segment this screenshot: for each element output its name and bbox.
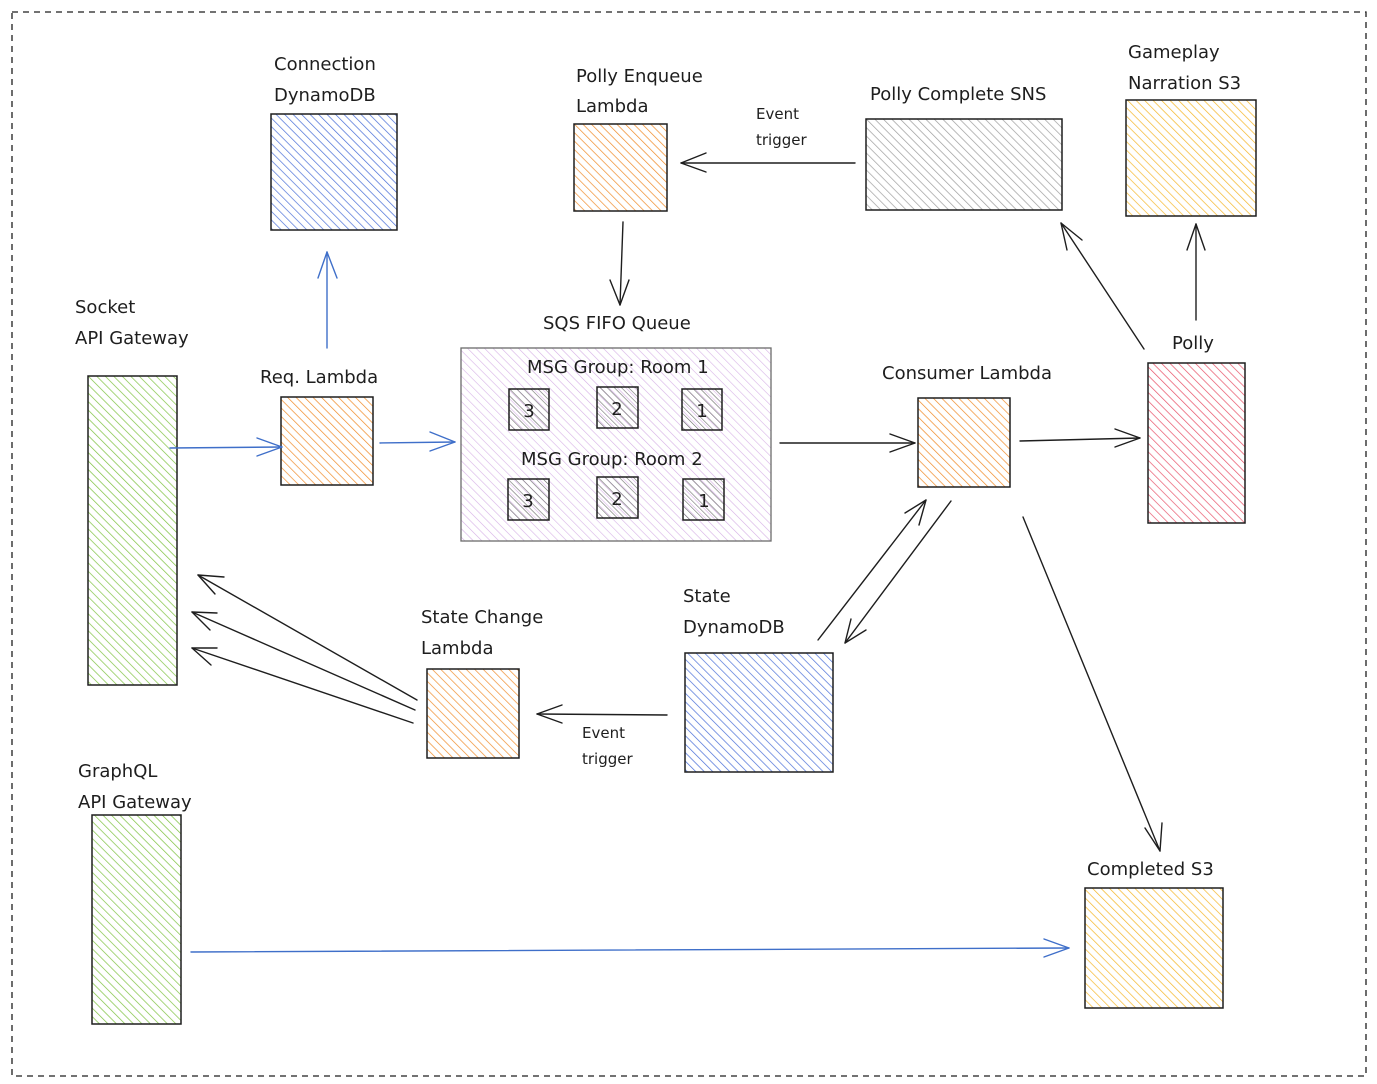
room1-message-box [508,388,550,431]
edge-socket-to-req-lambda [169,437,283,457]
state-dynamodb-label-1: State [683,586,731,607]
req-lambda-node[interactable]: Req. Lambda [260,367,378,486]
room1-message-box [596,386,639,429]
state-dynamodb-label-2: DynamoDB [683,617,785,638]
edge-state-change-to-socket-2 [191,611,416,711]
graphql-api-label-1: GraphQL [78,761,157,782]
polly-complete-sns-box[interactable] [865,118,1063,211]
room1-message-number: 1 [696,401,707,422]
room2-message-number: 2 [611,489,622,510]
edge-state-change-to-socket-1 [197,574,418,701]
gameplay-label-1: Gameplay [1128,42,1220,63]
polly-enqueue-label-2: Lambda [576,96,648,117]
room2-message-number: 1 [698,491,709,512]
boundary-frame [11,11,1367,1077]
edge-polly-to-sns [1060,222,1145,350]
room2-message-box [507,478,550,521]
room1-message-number: 3 [523,401,534,422]
state-event-trigger-label-1: Event [582,724,625,742]
state-dynamodb-box[interactable] [684,652,834,773]
sns-event-trigger-label-2: trigger [756,131,807,149]
room2-message-box [682,478,725,521]
connection-dynamodb-label-1: Connection [274,54,376,75]
polly-enqueue-lambda-node[interactable]: Polly Enqueue Lambda [573,66,703,212]
connection-dynamodb-node[interactable]: Connection DynamoDB [270,54,398,231]
edge-graphql-to-completed-s3 [190,938,1070,958]
state-change-lambda-node[interactable]: State Change Lambda [421,607,543,759]
sqs-fifo-queue-label: SQS FIFO Queue [543,313,691,334]
edge-state-db-to-consumer [817,499,927,641]
edge-req-lambda-to-sqs [379,431,456,452]
room2-message-number: 3 [522,491,533,512]
state-dynamodb-node[interactable]: State DynamoDB [683,586,834,773]
connection-dynamodb-box[interactable] [270,113,398,231]
edge-sns-to-polly-enqueue [680,152,856,173]
socket-api-label-1: Socket [75,297,135,318]
edge-state-db-to-state-change [536,704,668,724]
edge-consumer-to-state-db [844,500,952,644]
consumer-lambda-box[interactable] [917,397,1011,488]
state-change-lambda-box[interactable] [426,668,520,759]
completed-s3-box[interactable] [1084,887,1224,1009]
state-change-label-2: Lambda [421,638,493,659]
polly-complete-sns-label: Polly Complete SNS [870,84,1046,105]
gameplay-narration-s3-box[interactable] [1125,99,1257,217]
connection-dynamodb-label-2: DynamoDB [274,85,376,106]
room1-message-number: 2 [611,399,622,420]
edge-state-change-to-socket-3 [191,647,414,724]
consumer-lambda-label: Consumer Lambda [882,363,1052,384]
edge-polly-enqueue-to-sqs [609,221,630,306]
socket-api-gateway-node[interactable]: Socket API Gateway [75,297,189,686]
sns-event-trigger-label-1: Event [756,105,799,123]
graphql-api-label-2: API Gateway [78,792,192,813]
graphql-api-gateway-box[interactable] [91,814,182,1025]
state-event-trigger-label-2: trigger [582,750,633,768]
gameplay-label-2: Narration S3 [1128,73,1241,94]
msg-group-room-1-label: MSG Group: Room 1 [527,357,709,378]
edge-req-lambda-to-connection-db [317,251,338,349]
socket-api-gateway-box[interactable] [87,375,178,686]
req-lambda-box[interactable] [280,396,374,486]
socket-api-label-2: API Gateway [75,328,189,349]
completed-s3-node[interactable]: Completed S3 [1084,859,1224,1009]
req-lambda-label: Req. Lambda [260,367,378,388]
room1-message-box [681,388,723,431]
consumer-lambda-node[interactable]: Consumer Lambda [882,363,1052,488]
sqs-fifo-queue-node[interactable]: SQS FIFO Queue MSG Group: Room 1 MSG Gro… [460,313,772,542]
polly-enqueue-label-1: Polly Enqueue [576,66,703,87]
edge-sqs-to-consumer [779,433,916,453]
graphql-api-gateway-node[interactable]: GraphQL API Gateway [78,761,192,1025]
polly-enqueue-lambda-box[interactable] [573,123,668,212]
state-change-label-1: State Change [421,607,543,628]
edge-polly-to-gameplay-s3 [1186,223,1206,321]
edge-consumer-to-completed-s3 [1022,516,1163,852]
polly-box[interactable] [1147,362,1246,524]
edge-consumer-to-polly [1019,428,1141,448]
polly-complete-sns-node[interactable]: Polly Complete SNS [865,84,1063,211]
room2-message-box [596,476,639,519]
msg-group-room-2-label: MSG Group: Room 2 [521,449,703,470]
gameplay-narration-s3-node[interactable]: Gameplay Narration S3 [1125,42,1257,217]
polly-label: Polly [1172,333,1214,354]
polly-node[interactable]: Polly [1147,333,1246,524]
completed-s3-label: Completed S3 [1087,859,1214,880]
